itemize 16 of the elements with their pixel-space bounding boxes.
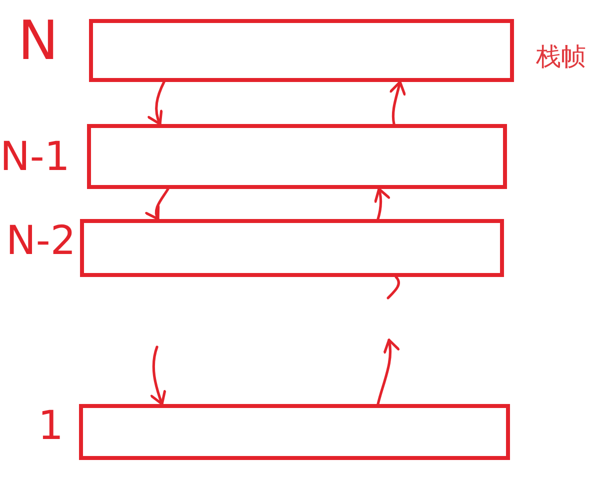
side-label: 1 (38, 406, 64, 446)
arrow (150, 346, 166, 406)
frame-box (80, 219, 504, 277)
curved-line (386, 276, 400, 300)
note-text: 栈帧 (536, 44, 586, 69)
frame-box (89, 19, 514, 82)
arrow (146, 188, 170, 220)
arrow (148, 80, 166, 126)
arrow (389, 80, 406, 126)
frame-box (87, 124, 507, 189)
side-label: N-1 (0, 137, 70, 177)
arrow (374, 188, 390, 220)
side-label: N (18, 14, 58, 68)
frame-box (79, 404, 510, 460)
arrow (376, 338, 400, 406)
side-label: N-2 (6, 221, 76, 261)
